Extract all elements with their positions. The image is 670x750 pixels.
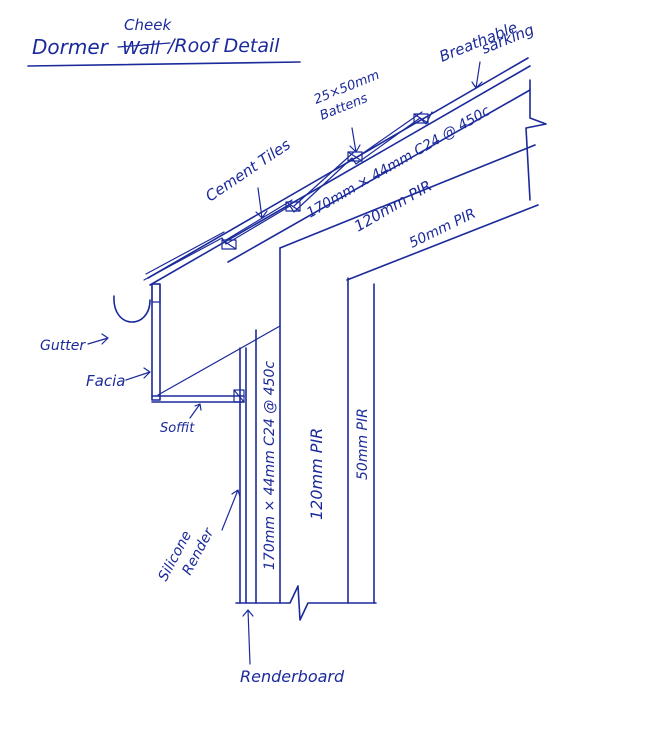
- title-underline: [27, 61, 301, 67]
- title-strike-line: [117, 42, 171, 48]
- rafter-bottom-line: [227, 89, 531, 263]
- roof-break-symbol: [525, 79, 547, 201]
- roof-pir-50-bottom: [346, 204, 539, 281]
- sarking-leader-arrow: [471, 61, 483, 89]
- title-struck-word: Wall: [122, 38, 160, 59]
- wall-break-symbol: [235, 585, 377, 621]
- title-prefix: Dormer: [32, 35, 110, 59]
- label-wall-pir-50: 50mm PIR: [355, 408, 371, 480]
- facia-top-block: [151, 283, 161, 303]
- battens-leader-arrow: [349, 127, 361, 153]
- gutter-shape: [113, 295, 151, 323]
- battens: [221, 113, 429, 250]
- soffit-block: [233, 389, 245, 403]
- renderboard-leader-arrow: [242, 609, 254, 665]
- roof-sarking-line-2: [149, 65, 531, 286]
- label-roof-pir-50: 50mm PIR: [407, 206, 479, 252]
- label-cement-tiles: Cement Tiles: [202, 135, 294, 205]
- tiles-leader-arrow: [255, 187, 268, 219]
- label-renderboard: Renderboard: [240, 667, 345, 686]
- roof-sarking-line: [147, 57, 529, 279]
- facia-leader-arrow: [125, 367, 151, 381]
- roof-pir-120-bottom: [279, 144, 536, 249]
- label-soffit: Soffit: [160, 421, 195, 436]
- label-wall-pir-120: 120mm PIR: [307, 428, 326, 520]
- ceiling-diagonal: [157, 325, 281, 396]
- render-leader-arrow: [221, 489, 241, 531]
- label-gutter: Gutter: [40, 338, 86, 354]
- label-stud: 170mm × 44mm C24 @ 450c: [262, 361, 278, 570]
- label-facia: Facia: [86, 372, 125, 390]
- soffit-leader-arrow: [189, 403, 202, 419]
- title-suffix: /Roof Detail: [166, 35, 280, 57]
- title-inserted-word: Cheek: [124, 16, 172, 34]
- gutter-leader-arrow: [87, 333, 109, 345]
